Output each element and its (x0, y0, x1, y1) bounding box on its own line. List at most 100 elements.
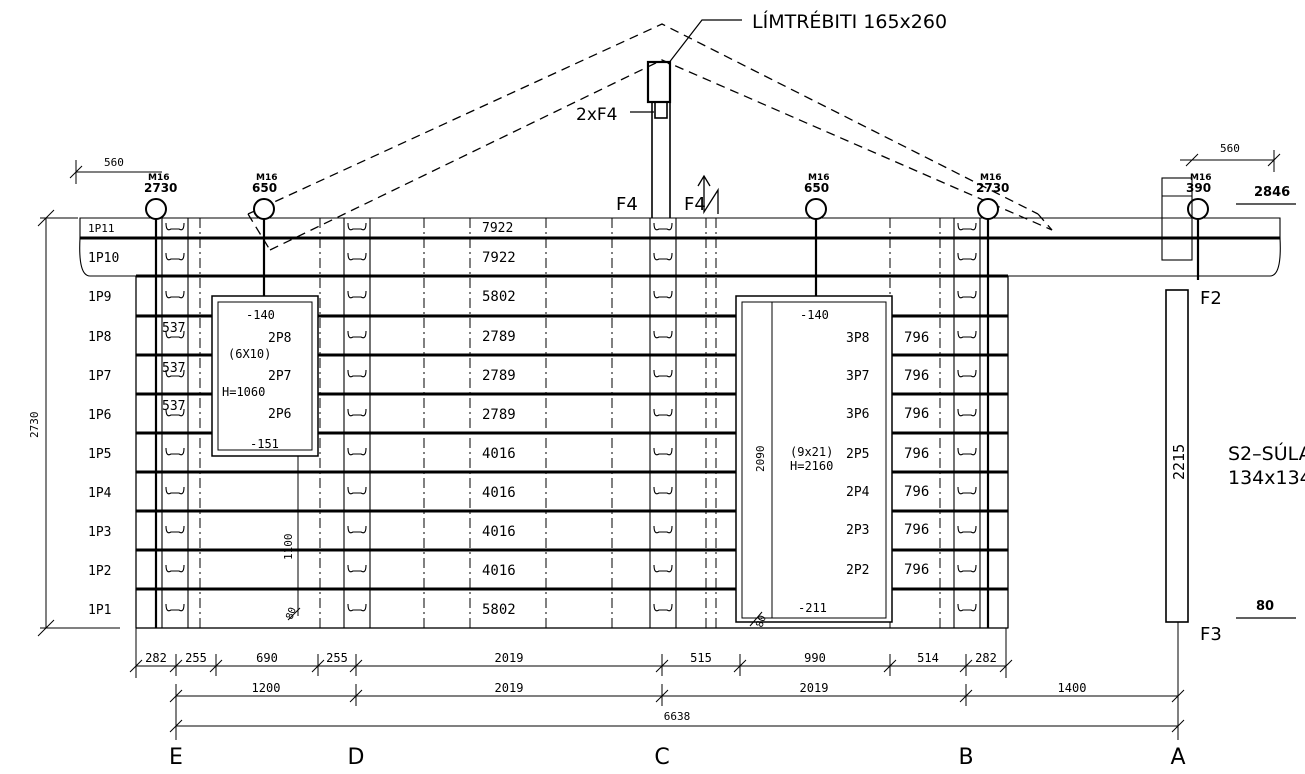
door-part: 3P8 (846, 331, 869, 346)
dim-value: 1400 (1058, 681, 1087, 695)
notch-mark (653, 369, 673, 378)
dim-value: 282 (145, 651, 167, 665)
dim-tick (349, 659, 363, 673)
row-label: 1P10 (88, 251, 119, 266)
row-label: 1P7 (88, 369, 111, 384)
post-name: S2–SÚLA (1228, 441, 1305, 465)
log-course (79, 217, 1281, 239)
right-piece-length: 796 (904, 562, 929, 578)
dim-tick (655, 689, 669, 703)
post-size: 134x134 (1228, 467, 1305, 489)
window-corner-dim: 80 (284, 606, 298, 621)
bolt-type: M16 (256, 173, 277, 183)
right-piece-length: 796 (904, 406, 929, 422)
notch-mark (165, 408, 185, 417)
notch-mark (165, 290, 185, 299)
bolt-type: M16 (980, 173, 1001, 183)
notch-mark (165, 252, 185, 261)
notch-mark (347, 252, 367, 261)
notch-mark (347, 330, 367, 339)
notch-mark (347, 564, 367, 573)
bottom-level: 80 (1256, 599, 1274, 614)
dim-total: 6638 (664, 710, 691, 723)
log-course (79, 237, 1281, 277)
bolt-length: 2730 (144, 181, 177, 195)
s2-post (1161, 177, 1193, 623)
door-top-offset: -140 (800, 308, 829, 322)
bolt-type: M16 (148, 173, 169, 183)
dim-value: 990 (804, 651, 826, 665)
bolt-icon (253, 198, 275, 220)
door-part: 2P4 (846, 485, 870, 500)
f2-callout: F2 (1200, 288, 1222, 309)
right-piece-length: 796 (904, 330, 929, 346)
overhang-left: 560 (104, 156, 124, 169)
f3-callout: F3 (1200, 624, 1222, 645)
bolt-icon (977, 198, 999, 220)
dim-value: 690 (256, 651, 278, 665)
notch-mark (347, 525, 367, 534)
dim-tick (959, 659, 973, 673)
notch-mark (165, 222, 185, 231)
bolt-type: M16 (808, 173, 829, 183)
notch-mark (165, 447, 185, 456)
dim-tick (733, 659, 747, 673)
window-bottom-offset: -151 (250, 437, 279, 451)
notch-mark (957, 447, 977, 456)
door-part: 3P7 (846, 369, 869, 384)
door-height: H=2160 (790, 459, 833, 473)
left-piece-length: 537 (162, 399, 185, 414)
bolt-length: 2730 (976, 181, 1009, 195)
door-part: 2P5 (846, 447, 869, 462)
row-length: 2789 (482, 368, 516, 384)
row-length: 2789 (482, 329, 516, 345)
bolt-type: M16 (1190, 173, 1211, 183)
notch-mark (347, 447, 367, 456)
row-label: 1P5 (88, 447, 111, 462)
overhang-dims (69, 150, 1281, 184)
row-length: 4016 (482, 485, 516, 501)
dim-value: 2019 (495, 681, 524, 695)
window-part-2p6: 2P6 (268, 407, 291, 422)
notch-mark (653, 564, 673, 573)
row-length: 4016 (482, 524, 516, 540)
notch-mark (653, 252, 673, 261)
notch-mark (957, 486, 977, 495)
notch-mark (653, 408, 673, 417)
dim-tick (349, 689, 363, 703)
notch-mark (957, 564, 977, 573)
axis-letter: A (1170, 745, 1185, 770)
row-label: 1P1 (88, 603, 111, 618)
right-piece-length: 796 (904, 446, 929, 462)
total-height-dim (37, 209, 120, 637)
door-part: 3P6 (846, 407, 869, 422)
dim-value: 282 (975, 651, 997, 665)
right-piece-length: 796 (904, 368, 929, 384)
notch-mark (957, 222, 977, 231)
door-opening (735, 295, 893, 627)
axis-letter: B (958, 745, 973, 770)
centerlines (199, 218, 941, 628)
notch-mark (347, 290, 367, 299)
roof-outline (247, 23, 1053, 251)
dim-tick (1171, 719, 1185, 733)
row-length: 7922 (482, 250, 516, 266)
door-corner-dim: 80 (754, 614, 768, 629)
notch-mark (347, 486, 367, 495)
dim-tick (959, 689, 973, 703)
window-sill-height: 1100 (282, 534, 295, 561)
notch-mark (957, 290, 977, 299)
notch-mark (165, 369, 185, 378)
dim-value: 515 (690, 651, 712, 665)
row-label: 1P6 (88, 408, 111, 423)
notch-mark (165, 564, 185, 573)
overhang-right: 560 (1220, 142, 1240, 155)
row-length: 5802 (482, 289, 516, 305)
notch-mark (165, 603, 185, 612)
notch-mark (347, 369, 367, 378)
